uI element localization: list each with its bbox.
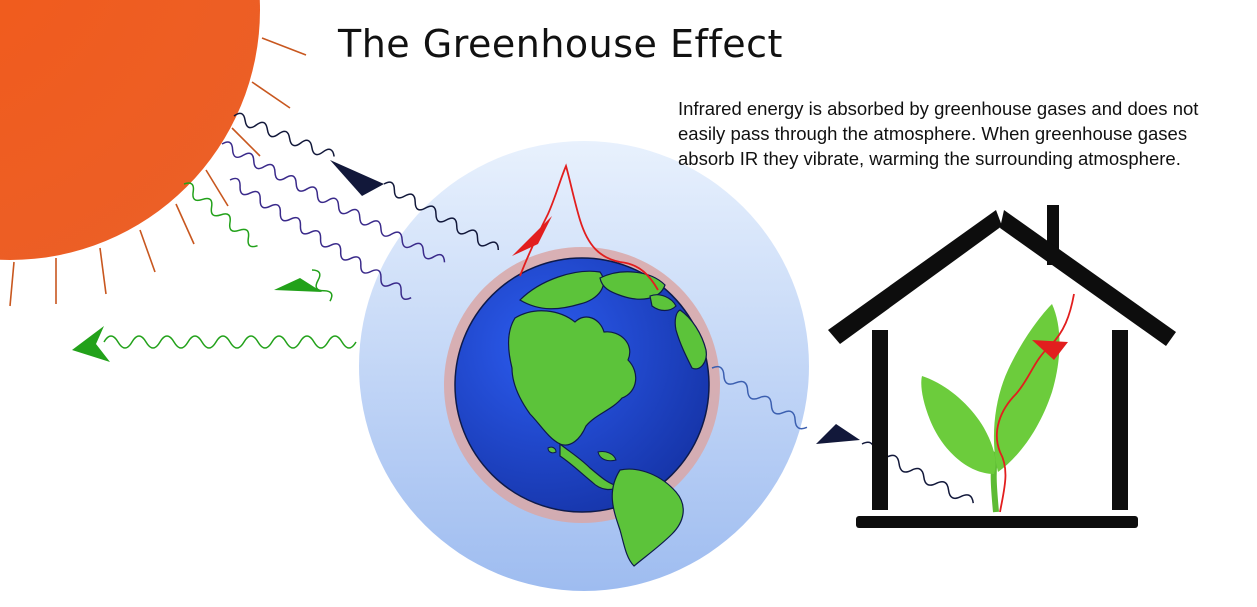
land-north-america bbox=[508, 310, 637, 446]
description-line-3: absorb IR they vibrate, warming the surr… bbox=[678, 148, 1181, 169]
incoming-wave-visible bbox=[221, 141, 446, 263]
sun-icon bbox=[0, 0, 307, 307]
greenhouse-house-icon bbox=[828, 205, 1176, 528]
leaf-left bbox=[921, 376, 996, 474]
description-text: Infrared energy is absorbed by greenhous… bbox=[678, 96, 1253, 171]
reflected-wave-green bbox=[183, 182, 333, 302]
page-title: The Greenhouse Effect bbox=[338, 22, 783, 66]
land-south-america bbox=[611, 468, 684, 567]
leaf-right bbox=[993, 304, 1060, 472]
sun-disc bbox=[0, 0, 260, 260]
incoming-wave-dark bbox=[233, 112, 500, 251]
escaping-wave-green bbox=[72, 326, 357, 362]
infrared-wave-earth bbox=[512, 163, 659, 291]
earth-globe-icon bbox=[444, 247, 720, 567]
infrared-wave-house bbox=[996, 293, 1075, 513]
description-line-1: Infrared energy is absorbed by greenhous… bbox=[678, 98, 1199, 119]
land-greenland bbox=[519, 270, 605, 310]
incoming-wave-visible-2 bbox=[229, 177, 412, 300]
land-europe-africa bbox=[674, 309, 707, 370]
plant-icon bbox=[921, 304, 1060, 513]
description-line-2: easily pass through the atmosphere. When… bbox=[678, 123, 1188, 144]
sun-rays bbox=[9, 37, 307, 307]
